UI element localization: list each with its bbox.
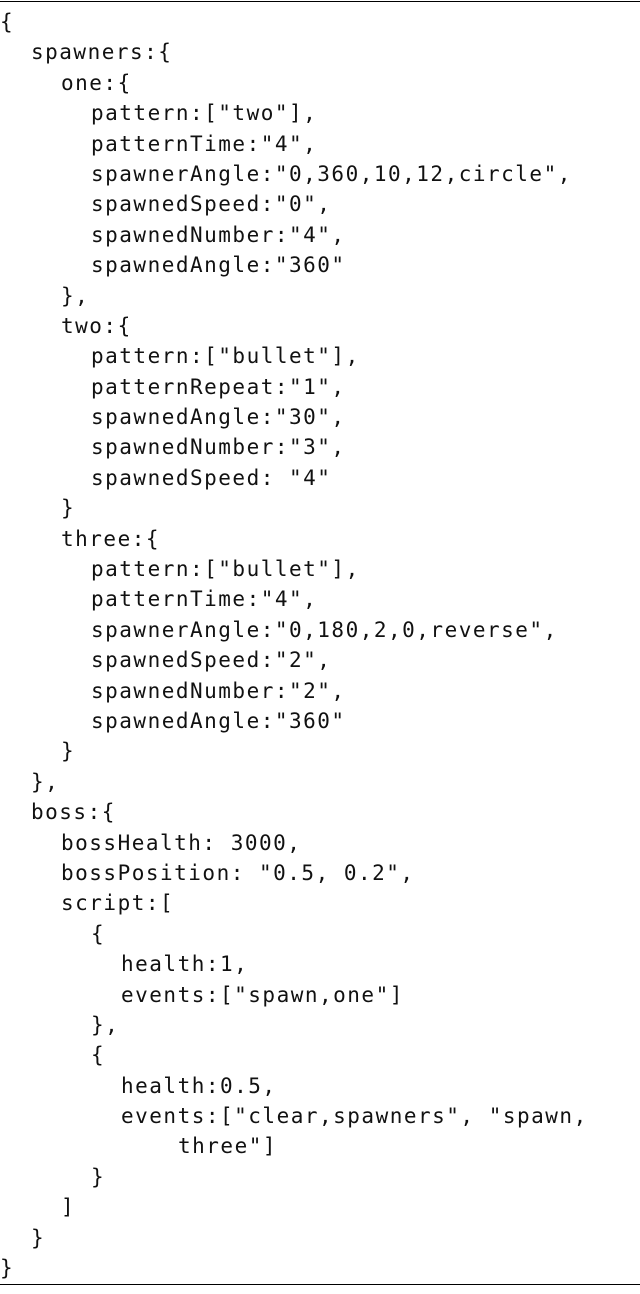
code-line: spawnedAngle:"360" (91, 708, 346, 733)
code-line: health:1, (121, 952, 249, 977)
code-line: { (91, 921, 106, 946)
code-line: patternTime:"4", (91, 587, 318, 612)
code-line: } (61, 739, 76, 764)
code-line: spawnerAngle:"0,360,10,12,circle", (91, 161, 572, 186)
code-line: health:0.5, (121, 1073, 277, 1098)
code-line: events:["clear,spawners", "spawn, (121, 1104, 588, 1129)
code-line: patternRepeat:"1", (91, 374, 346, 399)
code-line: bossHealth: 3000, (61, 830, 302, 855)
code-line: bossPosition: "0.5, 0.2", (61, 860, 415, 885)
code-line: spawnedAngle:"30", (91, 405, 346, 430)
code-line: }, (91, 1012, 120, 1037)
code-line: }, (61, 283, 90, 308)
code-line: three"] (178, 1134, 278, 1159)
code-line: spawnedNumber:"2", (91, 678, 346, 703)
code-line: spawnedSpeed: "4" (91, 465, 332, 490)
code-line: boss:{ (31, 800, 116, 825)
code-line: pattern:["bullet"], (91, 557, 360, 582)
code-line: spawnedSpeed:"2", (91, 648, 332, 673)
code-line: script:[ (61, 891, 175, 916)
code-line: { (91, 1043, 106, 1068)
code-line: spawnedNumber:"4", (91, 222, 346, 247)
code-line: }, (31, 769, 60, 794)
code-line: pattern:["bullet"], (91, 344, 360, 369)
code-line: patternTime:"4", (91, 131, 318, 156)
code-line: } (61, 496, 76, 521)
code-line: events:["spawn,one"] (121, 982, 404, 1007)
code-line: two:{ (61, 313, 132, 338)
code-line: } (0, 1256, 15, 1281)
top-rule (0, 1, 640, 2)
code-line: spawners:{ (31, 40, 173, 65)
code-line: spawnedNumber:"3", (91, 435, 346, 460)
code-line: spawnedAngle:"360" (91, 253, 346, 278)
code-line: spawnedSpeed:"0", (91, 192, 332, 217)
code-line: three:{ (61, 526, 161, 551)
code-line: pattern:["two"], (91, 101, 318, 126)
code-listing: { spawners:{ one:{ pattern:["two"], patternT… (0, 7, 640, 1283)
code-line: one:{ (61, 70, 132, 95)
code-line: { (0, 10, 15, 34)
code-line: } (91, 1164, 106, 1189)
code-line: spawnerAngle:"0,180,2,0,reverse", (91, 617, 558, 642)
code-line: ] (61, 1195, 76, 1220)
bottom-rule (0, 1284, 640, 1285)
code-line: } (31, 1225, 46, 1250)
